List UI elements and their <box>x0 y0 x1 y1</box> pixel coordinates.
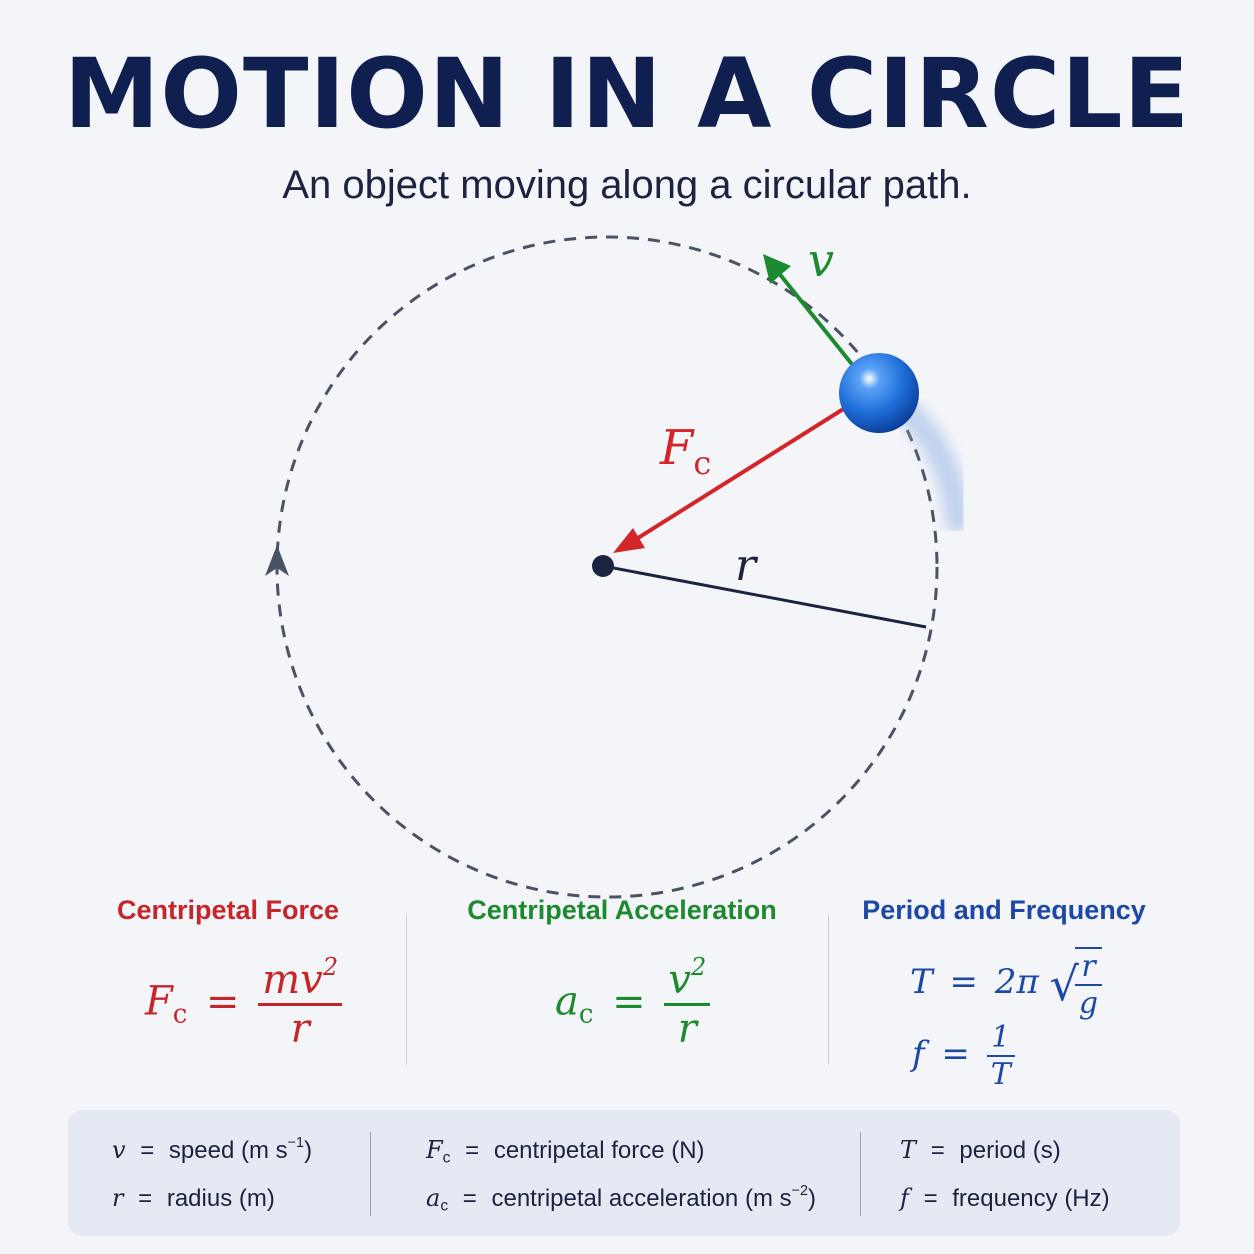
square-root-icon: √ <box>1049 957 1079 1011</box>
centripetal-force-heading: Centripetal Force <box>116 895 340 925</box>
legend-divider <box>860 1132 861 1216</box>
legend-item-speed: v = speed (m s−1) <box>112 1135 313 1164</box>
force-label: Fc <box>659 420 711 482</box>
page-subtitle: An object moving along a circular path. <box>282 163 972 207</box>
page-title: MOTION IN A CIRCLE <box>63 38 1191 150</box>
circular-motion-diagram: v Fc r <box>265 233 971 899</box>
direction-arrow-icon <box>265 545 289 576</box>
legend-item-frequency: f = frequency (Hz) <box>900 1184 1110 1212</box>
formula-divider <box>828 915 829 1065</box>
period-equation: T = 2π √ r g <box>910 947 1103 1021</box>
period-frequency-section: Period and Frequency <box>804 895 1204 926</box>
formula-divider <box>406 915 407 1065</box>
symbol-legend: v = speed (m s−1) r = radius (m) Fc = ce… <box>68 1110 1180 1236</box>
radius-label: r <box>735 540 759 591</box>
center-point <box>592 555 614 577</box>
velocity-arrow <box>776 270 857 370</box>
centripetal-acceleration-section: Centripetal Acceleration <box>422 895 822 926</box>
legend-item-period: T = period (s) <box>900 1136 1061 1164</box>
centripetal-acceleration-heading: Centripetal Acceleration <box>467 895 777 925</box>
force-arrow <box>628 406 847 545</box>
frequency-equation: f = 1 T <box>912 1020 1015 1092</box>
period-frequency-heading: Period and Frequency <box>862 895 1146 925</box>
legend-item-radius: r = radius (m) <box>112 1184 275 1212</box>
force-arrowhead-icon <box>613 528 645 553</box>
radius-line <box>602 564 927 629</box>
legend-item-centripetal-force: Fc = centripetal force (N) <box>426 1136 705 1167</box>
centripetal-acceleration-equation: ac = v2 r <box>555 955 711 1052</box>
legend-divider <box>370 1132 371 1216</box>
legend-item-centripetal-acceleration: ac = centripetal acceleration (m s−2) <box>426 1183 817 1215</box>
motion-blur-trail <box>892 397 971 533</box>
velocity-arrowhead-icon <box>763 254 791 284</box>
centripetal-force-equation: Fc = mv2 r <box>145 955 343 1052</box>
moving-object <box>839 353 919 433</box>
centripetal-force-section: Centripetal Force <box>28 895 428 926</box>
formula-panel: Centripetal Force Fc = mv2 r Centripetal… <box>0 895 1254 1095</box>
velocity-label: v <box>808 233 834 287</box>
